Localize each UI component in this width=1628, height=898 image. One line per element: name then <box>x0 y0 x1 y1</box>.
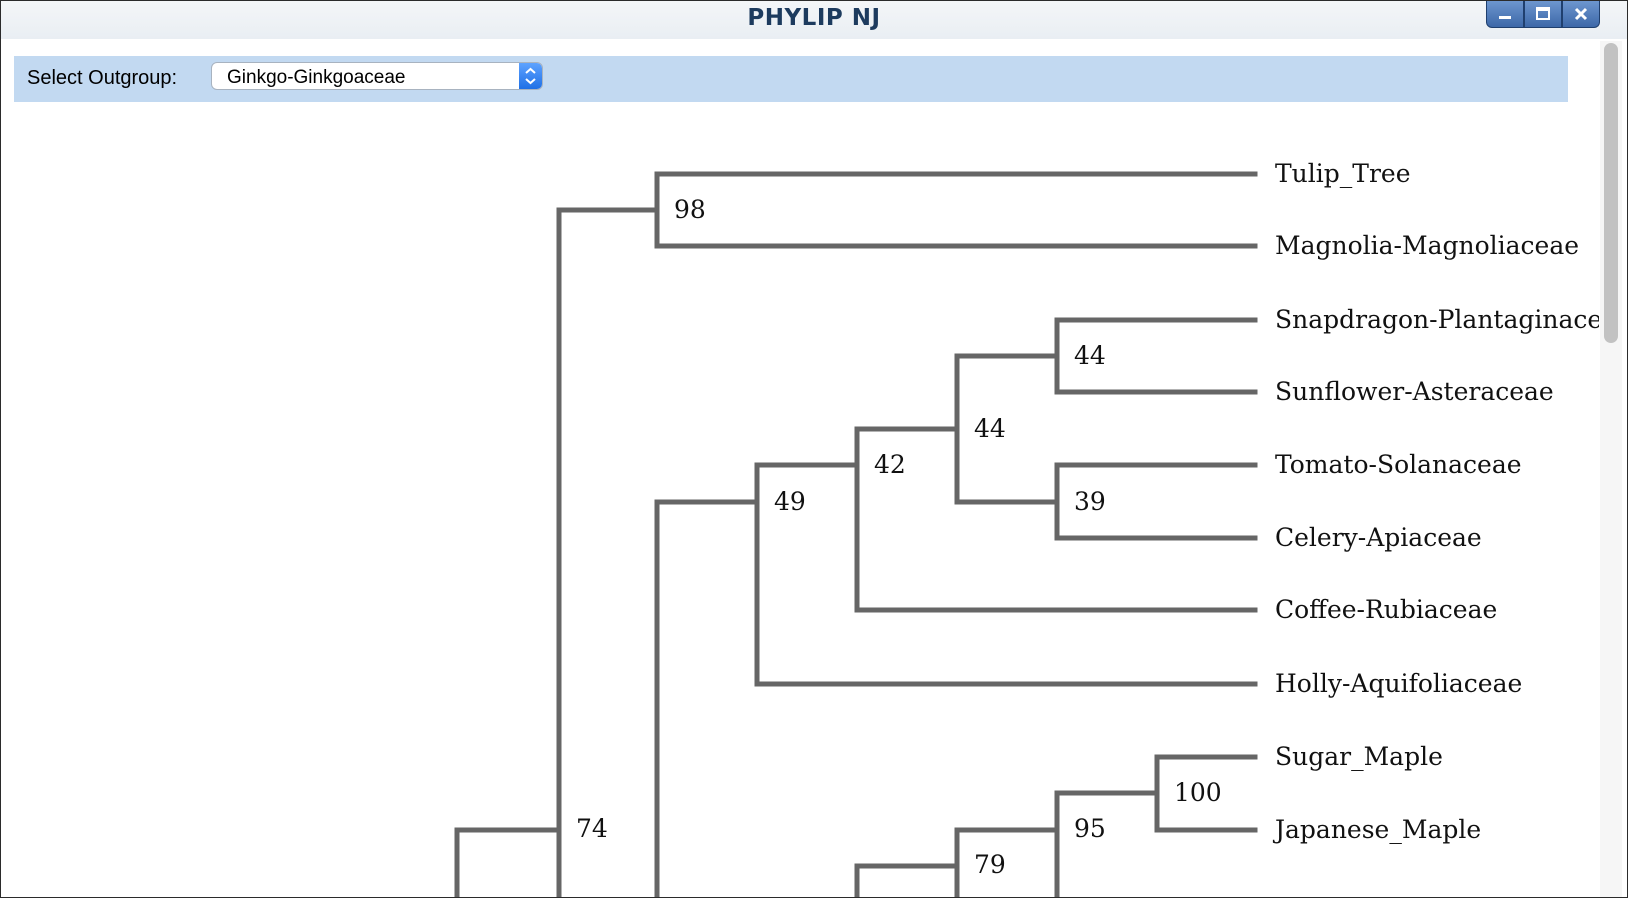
taxon-label: Celery-Apiaceae <box>1275 523 1482 552</box>
branch <box>556 171 1258 249</box>
taxon-label: Holly-Aquifoliaceae <box>1275 669 1522 698</box>
taxon-label: Magnolia-Magnoliaceae <box>1275 231 1579 260</box>
bootstrap-value: 98 <box>674 195 706 224</box>
outgroup-select[interactable]: Ginkgo-Ginkgoaceae <box>211 62 543 90</box>
close-icon <box>1574 7 1588 21</box>
taxon-label: Sunflower-Asteraceae <box>1275 377 1554 406</box>
branch <box>1054 790 1160 897</box>
select-arrows-icon <box>519 63 542 89</box>
branch <box>754 462 1258 687</box>
branch <box>954 353 1060 505</box>
bootstrap-value: 49 <box>774 487 806 516</box>
branch <box>1154 754 1258 833</box>
bootstrap-value: 100 <box>1174 778 1222 807</box>
bootstrap-value: 39 <box>1074 487 1106 516</box>
taxon-label: Coffee-Rubiaceae <box>1275 595 1497 624</box>
branch <box>954 827 1060 897</box>
title-bar[interactable]: PHYLIP NJ <box>1 1 1627 39</box>
branch <box>1054 317 1258 395</box>
bootstrap-value: 95 <box>1074 814 1106 843</box>
taxon-label: Tomato-Solanaceae <box>1275 450 1522 479</box>
taxon-label: Snapdragon-Plantaginacea <box>1275 305 1599 334</box>
vertical-scrollbar[interactable] <box>1600 41 1622 897</box>
taxon-label: Tulip_Tree <box>1275 159 1411 188</box>
minimize-icon <box>1499 16 1511 19</box>
branch <box>854 426 1258 613</box>
maximize-icon <box>1536 7 1550 20</box>
outgroup-toolbar: Select Outgroup: Ginkgo-Ginkgoaceae <box>14 56 1568 102</box>
scrollbar-thumb[interactable] <box>1604 43 1618 343</box>
bootstrap-value: 44 <box>974 414 1006 443</box>
branch <box>654 499 760 897</box>
minimize-button[interactable] <box>1486 1 1524 28</box>
window-title: PHYLIP NJ <box>747 5 881 31</box>
phylogenetic-tree: Tulip_Tree Magnolia-Magnoliaceae Snapdra… <box>454 159 1599 897</box>
taxon-label: Sugar_Maple <box>1275 742 1443 771</box>
branch <box>1054 462 1258 541</box>
taxon-label: Japanese_Maple <box>1272 815 1481 844</box>
bootstrap-value: 44 <box>1074 341 1106 370</box>
branch <box>454 827 562 897</box>
maximize-button[interactable] <box>1524 1 1562 28</box>
window-controls <box>1486 1 1600 28</box>
bootstrap-value: 74 <box>576 814 608 843</box>
branch <box>854 863 960 897</box>
outgroup-selected-value: Ginkgo-Ginkgoaceae <box>227 67 406 88</box>
outgroup-label: Select Outgroup: <box>27 67 178 89</box>
bootstrap-value: 42 <box>874 450 906 479</box>
bootstrap-value: 79 <box>974 850 1006 879</box>
close-button[interactable] <box>1562 1 1600 28</box>
